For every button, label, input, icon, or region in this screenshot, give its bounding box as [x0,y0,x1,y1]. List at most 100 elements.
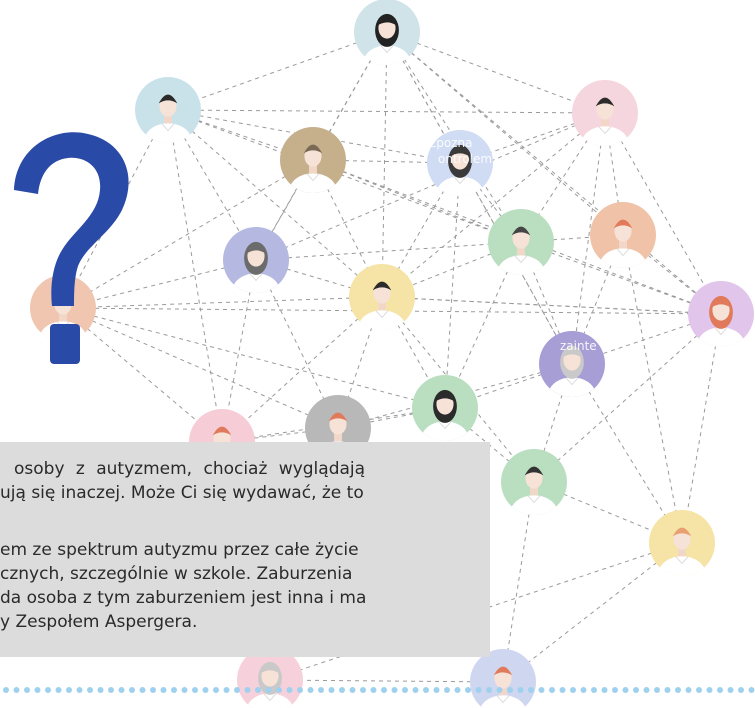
divider-dot [654,687,660,693]
person-avatar-blue-center [427,130,493,196]
person-avatar-green-low [412,375,478,441]
text-line-5: da osoba z tym zaburzeniem jest inna i m… [0,588,367,608]
divider-dot [139,687,146,693]
connection-line [381,112,606,298]
divider-dot [570,687,576,693]
divider-dot [360,687,366,693]
divider-dot [129,687,135,693]
connection-line [386,31,606,114]
divider-dot [412,687,419,693]
connection-line [681,313,722,544]
divider-dot [591,687,597,693]
person-avatar-purple-left [223,227,289,293]
connection-line [381,31,388,298]
text-line-1: osoby z autyzmem, chociaż wyglądają [14,459,366,479]
person-avatar-yellow-right [649,510,715,576]
divider-dot [465,687,471,693]
divider-dot [160,687,167,693]
divider-dot [192,687,198,693]
divider-dot [13,687,20,693]
divider-dot [307,687,314,693]
divider-dot [696,687,702,693]
divider-dot [45,687,51,693]
divider-dot [24,687,30,693]
divider-dot [486,687,492,693]
connection-line [62,307,446,409]
person-avatar-left-upper [135,77,201,143]
divider-dot [517,687,524,693]
divider-dot [318,687,324,693]
divider-dot [622,687,629,693]
divider-dot [717,687,723,693]
connection-line [386,31,722,315]
autism-description-text-box: osoby z autyzmem, chociaż wyglądają ują … [0,442,490,657]
divider-dot [3,687,9,693]
question-mark-icon [14,132,129,364]
connection-line [167,109,522,243]
connection-line [533,313,722,483]
divider-dot [171,687,177,693]
divider-dot [727,687,734,693]
divider-dot [150,687,156,693]
text-line-4: cznych, szczególnie w szkole. Zaburzenia [0,564,353,584]
divider-dot [748,687,755,693]
connection-line [312,159,522,243]
text-line-3: em ze spektrum autyzmu przez całe życie [0,540,359,560]
divider-dot [601,687,608,693]
divider-dot [496,687,503,693]
person-avatar-top [354,0,420,65]
person-avatar-purple-mid [539,331,605,397]
ghost-label-purple: zainte [560,339,597,353]
connection-line [167,109,223,443]
dotted-divider [3,687,755,693]
person-avatar-blue-bottom [470,649,536,708]
person-avatar-green-right [501,449,567,515]
divider-dot [97,687,104,693]
connection-line [386,31,522,243]
divider-dot [391,687,398,693]
connection-line [167,109,606,114]
connection-line [62,296,383,309]
text-line-6: y Zespołem Aspergera. [0,612,198,632]
connection-line [571,112,606,365]
divider-dot [381,687,387,693]
person-avatar-yellow-center [349,264,415,330]
connection-line [502,542,683,683]
divider-dot [255,687,261,693]
divider-dot [633,687,639,693]
person-avatar-right-upper [572,80,638,146]
connection-line [221,296,383,443]
divider-dot [454,687,461,693]
ghost-label-blue-1: zpozna [430,136,473,150]
connection-line [62,307,223,443]
person-avatar-pink-bottom [237,647,303,708]
divider-dot [223,687,230,693]
connection-line [502,481,535,683]
connection-line [571,363,683,544]
connection-line [269,679,504,683]
divider-dot [738,687,744,693]
divider-dot [234,687,240,693]
divider-dot [423,687,429,693]
divider-dot [213,687,219,693]
divider-dot [118,687,125,693]
divider-dot [34,687,41,693]
divider-dot [286,687,293,693]
connection-line [604,112,722,315]
divider-dot [444,687,450,693]
divider-dot [339,687,345,693]
divider-dot [66,687,72,693]
connection-line [520,241,573,365]
divider-dot [475,687,482,693]
divider-dot [507,687,513,693]
person-avatar-peach-right [590,202,656,268]
connection-line [62,259,257,309]
connection-line [520,241,722,315]
divider-dot [328,687,335,693]
connection-line [381,296,722,315]
divider-dot [643,687,650,693]
divider-dot [297,687,303,693]
divider-dot [664,687,671,693]
divider-dot [685,687,692,693]
connection-line [62,307,339,429]
